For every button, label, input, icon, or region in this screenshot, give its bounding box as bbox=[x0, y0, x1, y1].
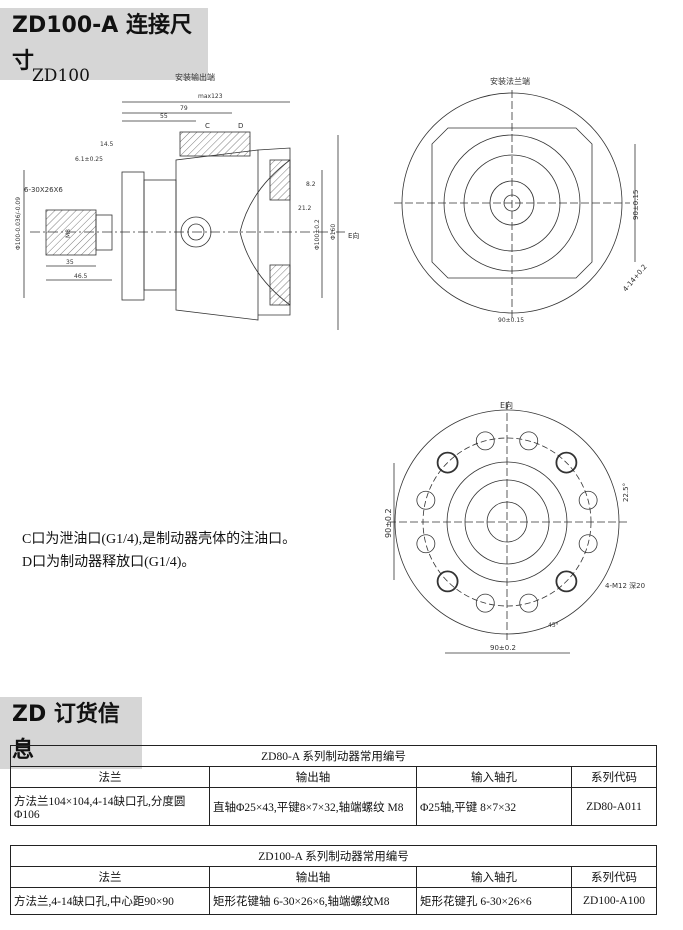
section-title-connection: ZD100-A 连接尺寸 bbox=[0, 8, 208, 80]
cell-series-code: ZD100-A100 bbox=[571, 887, 657, 915]
bolt-hole bbox=[578, 490, 598, 510]
bolt-hole bbox=[578, 534, 598, 554]
svg-text:79: 79 bbox=[180, 105, 188, 112]
header-input-hole: 输入轴孔 bbox=[416, 866, 572, 888]
bolt-hole bbox=[436, 451, 459, 474]
header-flange: 法兰 bbox=[10, 866, 210, 888]
header-output-shaft: 输出轴 bbox=[209, 766, 417, 788]
svg-text:90±0.15: 90±0.15 bbox=[632, 190, 640, 220]
cell-output-shaft: 矩形花键轴 6-30×26×6,轴端螺纹M8 bbox=[209, 887, 417, 915]
header-flange: 法兰 bbox=[10, 766, 210, 788]
e-view-title: E向 bbox=[500, 400, 513, 410]
e-view-drawing: E向 90±0.2 22.5° 4-M12 深20 45° 90±0.2 bbox=[384, 400, 645, 654]
svg-text:E向: E向 bbox=[348, 231, 359, 240]
flange-view-drawing: 安装法兰端 90±0.15 4-14+0.2 90±0.15 bbox=[394, 76, 649, 324]
bolt-hole bbox=[416, 534, 436, 554]
header-output-shaft: 输出轴 bbox=[209, 866, 417, 888]
cell-flange: 方法兰104×104,4-14缺口孔,分度圆Φ106 bbox=[10, 787, 210, 826]
order-table-zd80: ZD80-A 系列制动器常用编号 法兰输出轴输入轴孔系列代码 方法兰104×10… bbox=[10, 745, 657, 826]
svg-text:45°: 45° bbox=[548, 622, 559, 629]
svg-text:21.2: 21.2 bbox=[298, 205, 312, 212]
table-title: ZD80-A 系列制动器常用编号 bbox=[10, 745, 657, 767]
svg-text:Φ160: Φ160 bbox=[330, 224, 337, 240]
svg-text:22.5°: 22.5° bbox=[622, 483, 630, 502]
header-input-hole: 输入轴孔 bbox=[416, 766, 572, 788]
svg-text:46.5: 46.5 bbox=[74, 273, 88, 280]
e-view-vertical-dim: 90±0.2 bbox=[384, 508, 393, 538]
cell-output-shaft: 直轴Φ25×43,平键8×7×32,轴端螺纹 M8 bbox=[209, 787, 417, 826]
svg-text:8.2: 8.2 bbox=[306, 181, 316, 188]
svg-text:6-30X26X6: 6-30X26X6 bbox=[24, 186, 63, 194]
svg-text:max123: max123 bbox=[198, 93, 223, 100]
cell-flange: 方法兰,4-14缺口孔,中心距90×90 bbox=[10, 887, 210, 915]
svg-text:D: D bbox=[238, 122, 243, 130]
svg-text:14.5: 14.5 bbox=[100, 141, 114, 148]
svg-text:35: 35 bbox=[66, 259, 74, 266]
svg-text:4-M12 深20: 4-M12 深20 bbox=[605, 581, 645, 590]
bolt-hole bbox=[555, 451, 578, 474]
header-series-code: 系列代码 bbox=[571, 866, 657, 888]
flange-view-title: 安装法兰端 bbox=[490, 76, 530, 86]
bolt-hole bbox=[475, 593, 495, 613]
note-c-port: C口为泄油口(G1/4),是制动器壳体的注油口。 bbox=[22, 532, 297, 547]
bolt-hole bbox=[555, 570, 578, 593]
cell-input-hole: Φ25轴,平键 8×7×32 bbox=[416, 787, 572, 826]
model-label: ZD100 bbox=[32, 66, 90, 86]
bolt-hole bbox=[475, 431, 495, 451]
svg-text:6.1±0.25: 6.1±0.25 bbox=[75, 156, 103, 163]
bolt-hole bbox=[519, 431, 539, 451]
cell-input-hole: 矩形花键孔 6-30×26×6 bbox=[416, 887, 572, 915]
bolt-hole bbox=[416, 490, 436, 510]
svg-text:90±0.2: 90±0.2 bbox=[490, 644, 516, 652]
order-table-zd100: ZD100-A 系列制动器常用编号 法兰输出轴输入轴孔系列代码 方法兰,4-14… bbox=[10, 845, 657, 915]
side-view-title: 安装输出端 bbox=[175, 72, 215, 82]
svg-text:55: 55 bbox=[160, 113, 168, 120]
svg-text:90±0.15: 90±0.15 bbox=[498, 317, 524, 324]
svg-text:Φ100-0.036/-0.09: Φ100-0.036/-0.09 bbox=[15, 197, 22, 250]
table-title: ZD100-A 系列制动器常用编号 bbox=[10, 845, 657, 867]
svg-text:Φ100±0.2: Φ100±0.2 bbox=[314, 219, 321, 250]
note-d-port: D口为制动器释放口(G1/4)。 bbox=[22, 555, 196, 570]
bolt-hole bbox=[519, 593, 539, 613]
side-view-drawing: 安装输出端 max123 79 55 C D 14.5 6.1±0.25 6-3… bbox=[15, 72, 359, 330]
svg-text:C: C bbox=[205, 122, 210, 130]
bolt-hole bbox=[436, 570, 459, 593]
header-series-code: 系列代码 bbox=[571, 766, 657, 788]
svg-text:4-14+0.2: 4-14+0.2 bbox=[621, 263, 648, 293]
svg-text:M8: M8 bbox=[65, 229, 72, 238]
cell-series-code: ZD80-A011 bbox=[571, 787, 657, 826]
